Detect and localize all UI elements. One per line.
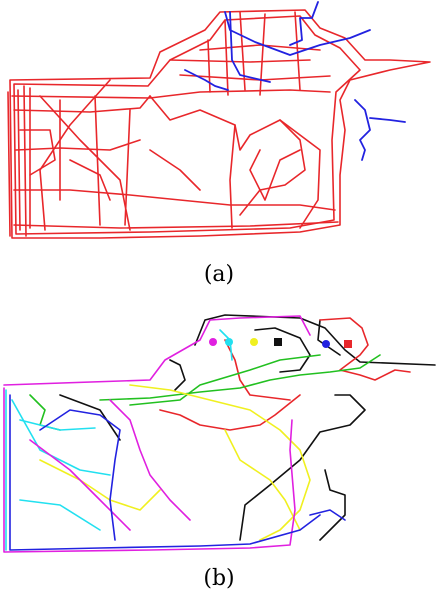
caption-a: (a) xyxy=(203,262,235,287)
route-interior-5 xyxy=(149,95,306,216)
panel-b: (b) xyxy=(0,300,438,600)
marker-blue xyxy=(322,340,330,348)
black-route-5 xyxy=(59,359,186,441)
blue-route-b1 xyxy=(9,394,321,551)
black-route-2 xyxy=(254,319,341,373)
blue-route-3 xyxy=(184,69,229,91)
marker-black xyxy=(274,338,282,346)
blue-route-2 xyxy=(229,1,319,83)
black-route-4 xyxy=(319,469,346,541)
magenta-route-4 xyxy=(29,439,131,531)
green-route-3 xyxy=(29,394,61,431)
yellow-route-2 xyxy=(224,429,301,531)
red-routes-b xyxy=(159,317,411,431)
blue-route-b3 xyxy=(309,509,346,521)
cyan-route-1 xyxy=(5,389,111,551)
route-outline-2 xyxy=(13,15,361,235)
magenta-route-3 xyxy=(109,399,191,521)
yellow-routes-b xyxy=(39,384,311,541)
depot-markers xyxy=(209,338,352,348)
blue-routes-b xyxy=(9,394,346,551)
route-corridor-5 xyxy=(13,221,339,229)
route-interior-2 xyxy=(39,79,111,231)
magenta-routes-b xyxy=(3,315,311,553)
route-corridor-2 xyxy=(13,95,151,113)
cyan-routes-b xyxy=(5,329,233,551)
caption-b: (b) xyxy=(203,566,235,591)
red-route-3 xyxy=(224,339,291,401)
panel-a: (a) xyxy=(7,1,431,287)
route-corridor-1 xyxy=(11,89,331,99)
route-interior-9 xyxy=(249,149,301,201)
route-outline-3 xyxy=(7,85,31,237)
route-map-b xyxy=(3,314,436,553)
marker-yellow xyxy=(250,338,258,346)
black-routes-b xyxy=(59,314,436,541)
marker-cyan xyxy=(225,338,233,346)
route-interior-1 xyxy=(39,95,131,231)
magenta-route-1 xyxy=(3,315,311,386)
marker-red xyxy=(344,340,352,348)
route-interior-3 xyxy=(59,95,131,226)
route-corridor-4 xyxy=(13,189,336,211)
green-route-2 xyxy=(129,354,321,406)
blue-route-b2 xyxy=(39,409,121,541)
blue-routes-a xyxy=(184,1,406,161)
red-route-2 xyxy=(159,394,301,431)
yellow-route-3 xyxy=(39,459,161,511)
green-route-1 xyxy=(99,354,381,401)
route-interior-4 xyxy=(19,129,56,176)
route-corridor-3 xyxy=(15,139,141,151)
route-interior-6 xyxy=(229,119,321,229)
marker-magenta xyxy=(209,338,217,346)
red-routes-a xyxy=(7,9,431,239)
route-map-a xyxy=(7,1,431,239)
magenta-route-2 xyxy=(3,387,296,553)
red-route-1 xyxy=(319,317,411,381)
black-route-3 xyxy=(239,394,366,541)
cyan-route-2 xyxy=(19,419,101,531)
route-outline-1 xyxy=(9,9,431,239)
black-route-1 xyxy=(194,314,436,366)
route-interior-10 xyxy=(69,149,201,201)
green-routes-b xyxy=(29,354,381,431)
route-interior-7 xyxy=(207,11,301,96)
blue-route-4 xyxy=(354,99,406,161)
